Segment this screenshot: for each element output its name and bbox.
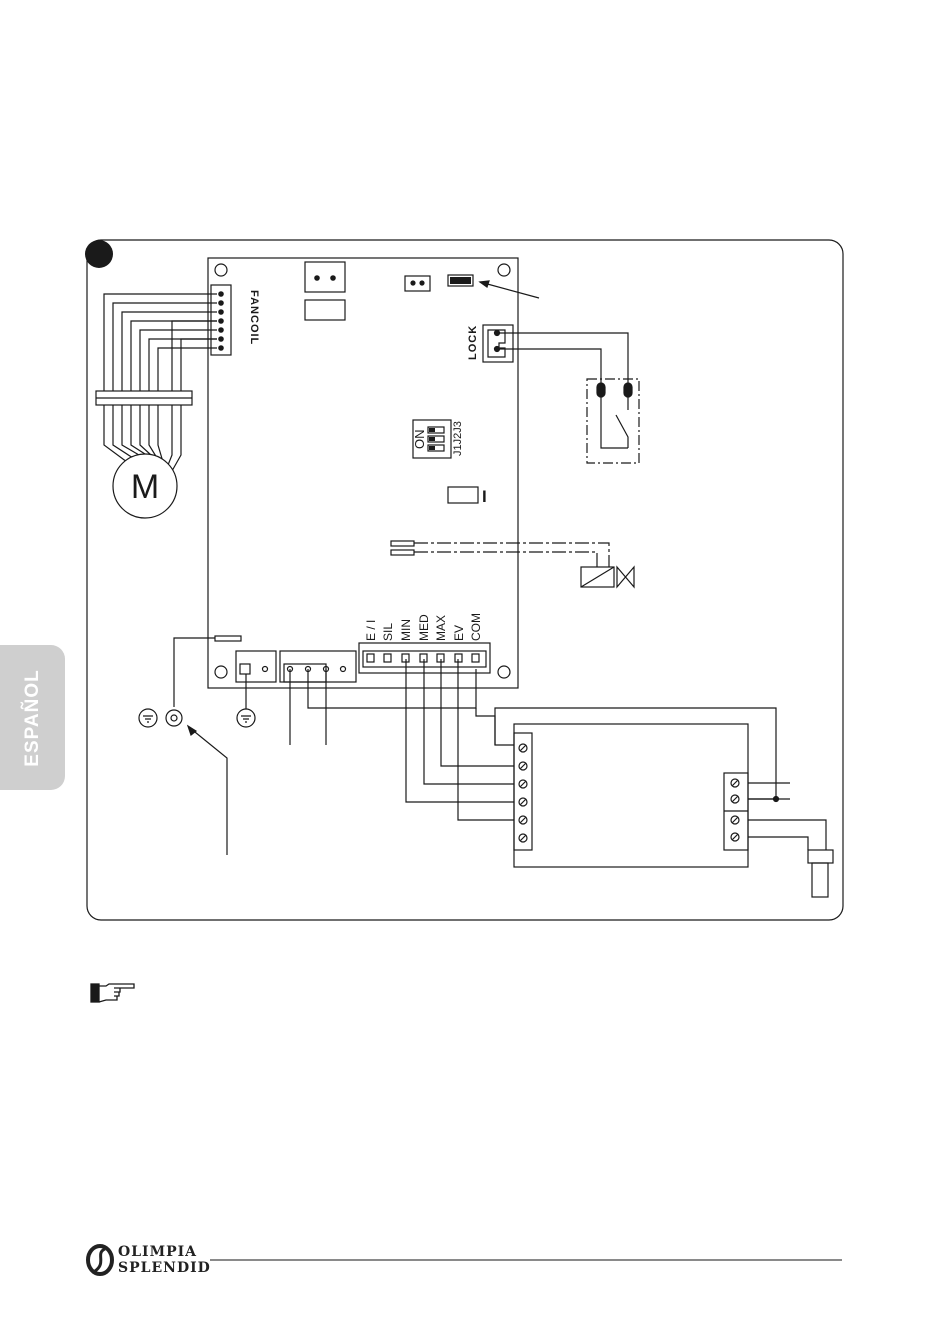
- remote-control-unit: [495, 708, 833, 897]
- brand-line-2: SPLENDID: [118, 1260, 211, 1276]
- lock-connector: [483, 325, 628, 385]
- figure-marker: [85, 240, 113, 268]
- brand-line-1: OLIMPIA: [118, 1244, 197, 1260]
- jumper-pointer: [480, 282, 539, 298]
- terminal-label-ei: E / I: [364, 620, 378, 641]
- terminal-label-min: MIN: [399, 619, 413, 641]
- terminal-pins: [367, 654, 479, 662]
- terminal-label-med: MED: [417, 614, 431, 641]
- terminal-label-ev: EV: [452, 625, 466, 641]
- solenoid-valve: [391, 541, 634, 587]
- remote-screw-terminals: [519, 744, 739, 842]
- board-mark-label: I: [482, 487, 487, 506]
- footer-rule: [210, 1259, 842, 1261]
- logo-mark-icon: [85, 1243, 117, 1277]
- terminal-label-com: COM: [469, 613, 483, 641]
- fancoil-label: FANCOIL: [248, 290, 260, 345]
- pointing-hand-icon: [90, 982, 136, 1004]
- diagram-frame: [87, 240, 843, 920]
- terminal-label-max: MAX: [434, 615, 448, 641]
- dip-on-label: ON: [412, 430, 427, 450]
- motor-label: M: [131, 468, 159, 506]
- lock-label: LOCK: [467, 325, 479, 360]
- motor-wires: [96, 294, 217, 478]
- external-contact: [587, 379, 639, 463]
- terminal-labels: E / I SIL MIN MED MAX EV COM: [364, 613, 483, 641]
- fancoil-connector: [211, 285, 231, 355]
- language-tab-label: ESPAÑOL: [22, 669, 44, 766]
- terminal-label-sil: SIL: [381, 623, 395, 641]
- olimpia-splendid-logo: OLIMPIA SPLENDID: [85, 1243, 215, 1279]
- language-tab: ESPAÑOL: [0, 645, 65, 790]
- earth-connections: [139, 636, 255, 855]
- board-bottom-wires: [290, 659, 514, 820]
- dip-jumpers-label: J1J2J3: [452, 421, 464, 456]
